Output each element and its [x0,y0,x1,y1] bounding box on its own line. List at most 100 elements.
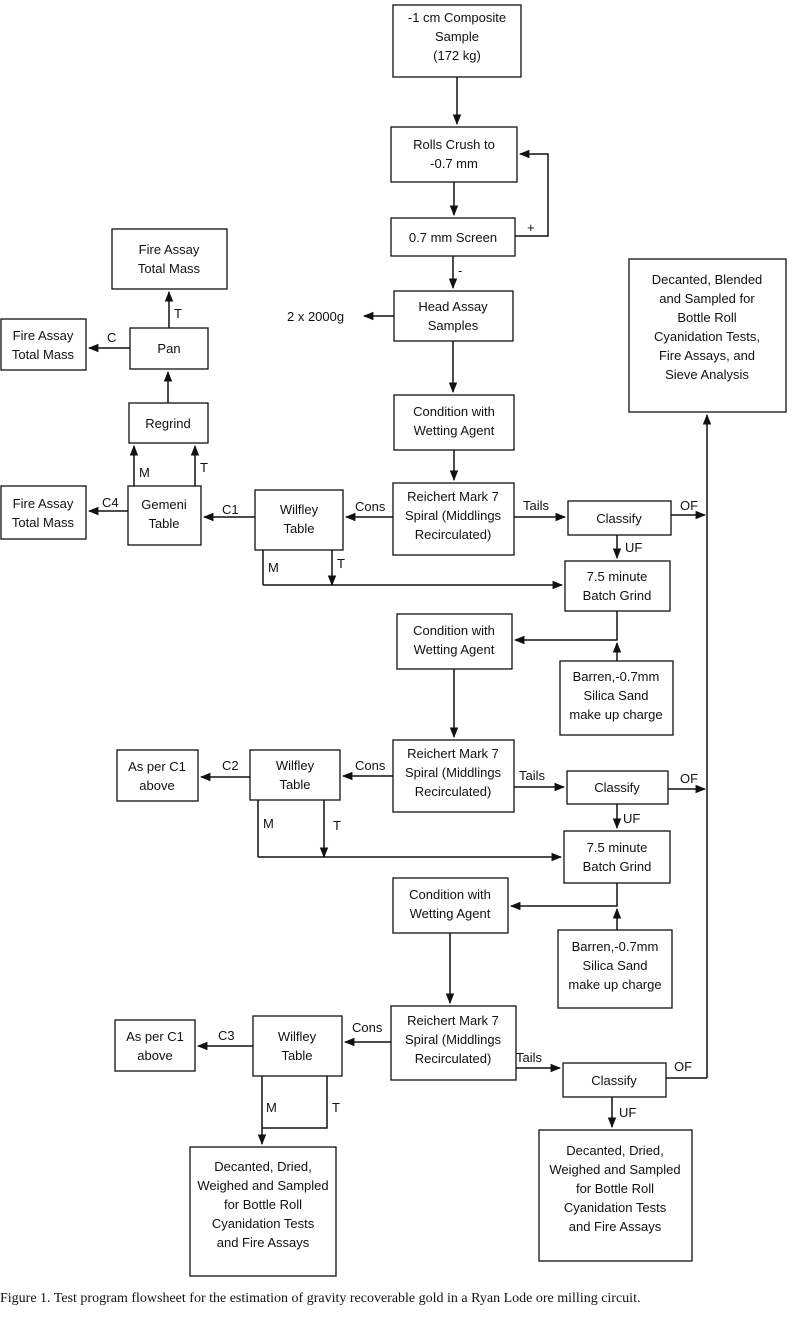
box-text-line: Total Mass [12,347,75,362]
box-text-line: Wetting Agent [414,642,495,657]
box-text-line: -0.7 mm [430,156,478,171]
box-text-line: Spiral (Middlings [405,1032,502,1047]
box-text-line: Decanted, Blended [652,272,763,287]
regrind-text: Regrind [145,416,191,431]
label-tails-2: Tails [519,768,546,783]
box-text-line: Recirculated) [415,527,492,542]
box-text-line: Spiral (Middlings [405,765,502,780]
edge-labels: + - 2 x 2000g T C M T C4 C1 Cons Tails O… [102,220,698,1120]
box-text-line: Wetting Agent [414,423,495,438]
label-gemeni-t: T [200,460,208,475]
label-of-3: OF [674,1059,692,1074]
box-text-line: 7.5 minute [587,569,648,584]
box-text-line: Cyanidation Tests [212,1216,315,1231]
box-text-line: make up charge [568,977,661,992]
box-text-line: Wilfley [276,758,315,773]
box-text-line: Table [148,516,179,531]
box-text-line: for Bottle Roll [576,1181,654,1196]
box-text-line: Wetting Agent [410,906,491,921]
box-text-line: Cyanidation Tests, [654,329,760,344]
box-text-line: Sample [435,29,479,44]
box-text-line: and Sampled for [659,291,755,306]
label-c4: C4 [102,495,119,510]
label-cons-2: Cons [355,758,386,773]
box-text-line: Barren,-0.7mm [573,669,660,684]
box-text-line: Total Mass [138,261,201,276]
label-tails-3: Tails [516,1050,543,1065]
box-text-line: Condition with [409,887,491,902]
label-minus: - [458,263,462,278]
classify-text-2: Classify [594,780,640,795]
box-text-line: Silica Sand [582,958,647,973]
label-tails-1: Tails [523,498,550,513]
box-text-line: Rolls Crush to [413,137,495,152]
box-text-line: Batch Grind [583,588,652,603]
box-text-line: and Fire Assays [217,1235,310,1250]
box-text-line: Fire Assays, and [659,348,755,363]
box-text-line: make up charge [569,707,662,722]
label-m-3: M [266,1100,277,1115]
box-text-line: Regrind [145,416,191,431]
box-text-line: and Fire Assays [569,1219,662,1234]
label-m-2: M [263,816,274,831]
box-text-line: above [137,1048,172,1063]
box-text-line: As per C1 [128,759,186,774]
box-text-line: Fire Assay [139,242,200,257]
box-text-line: Recirculated) [415,1051,492,1066]
pan-box: Pan [129,327,209,370]
box-text-line: Fire Assay [13,496,74,511]
box-text-line: (172 kg) [433,48,481,63]
label-t-3: T [332,1100,340,1115]
box-text-line: Fire Assay [13,328,74,343]
classify-text-1: Classify [596,511,642,526]
label-m-1: M [268,560,279,575]
box-text-line: Condition with [413,623,495,638]
label-uf-2: UF [623,811,640,826]
connectors [87,77,712,1146]
label-t-1: T [337,556,345,571]
label-t-2: T [333,818,341,833]
box-text-line: Recirculated) [415,784,492,799]
box-text-line: Classify [596,511,642,526]
box-text-line: Silica Sand [583,688,648,703]
box-text-line: Barren,-0.7mm [572,939,659,954]
box-text-line: Reichert Mark 7 [407,489,499,504]
box-text-line: Wilfley [280,502,319,517]
label-gemeni-m: M [139,465,150,480]
label-c1: C1 [222,502,239,517]
box-text-line: Sieve Analysis [665,367,749,382]
box-text-line: Samples [428,318,479,333]
figure-caption: Figure 1. Test program flowsheet for the… [0,1291,641,1306]
